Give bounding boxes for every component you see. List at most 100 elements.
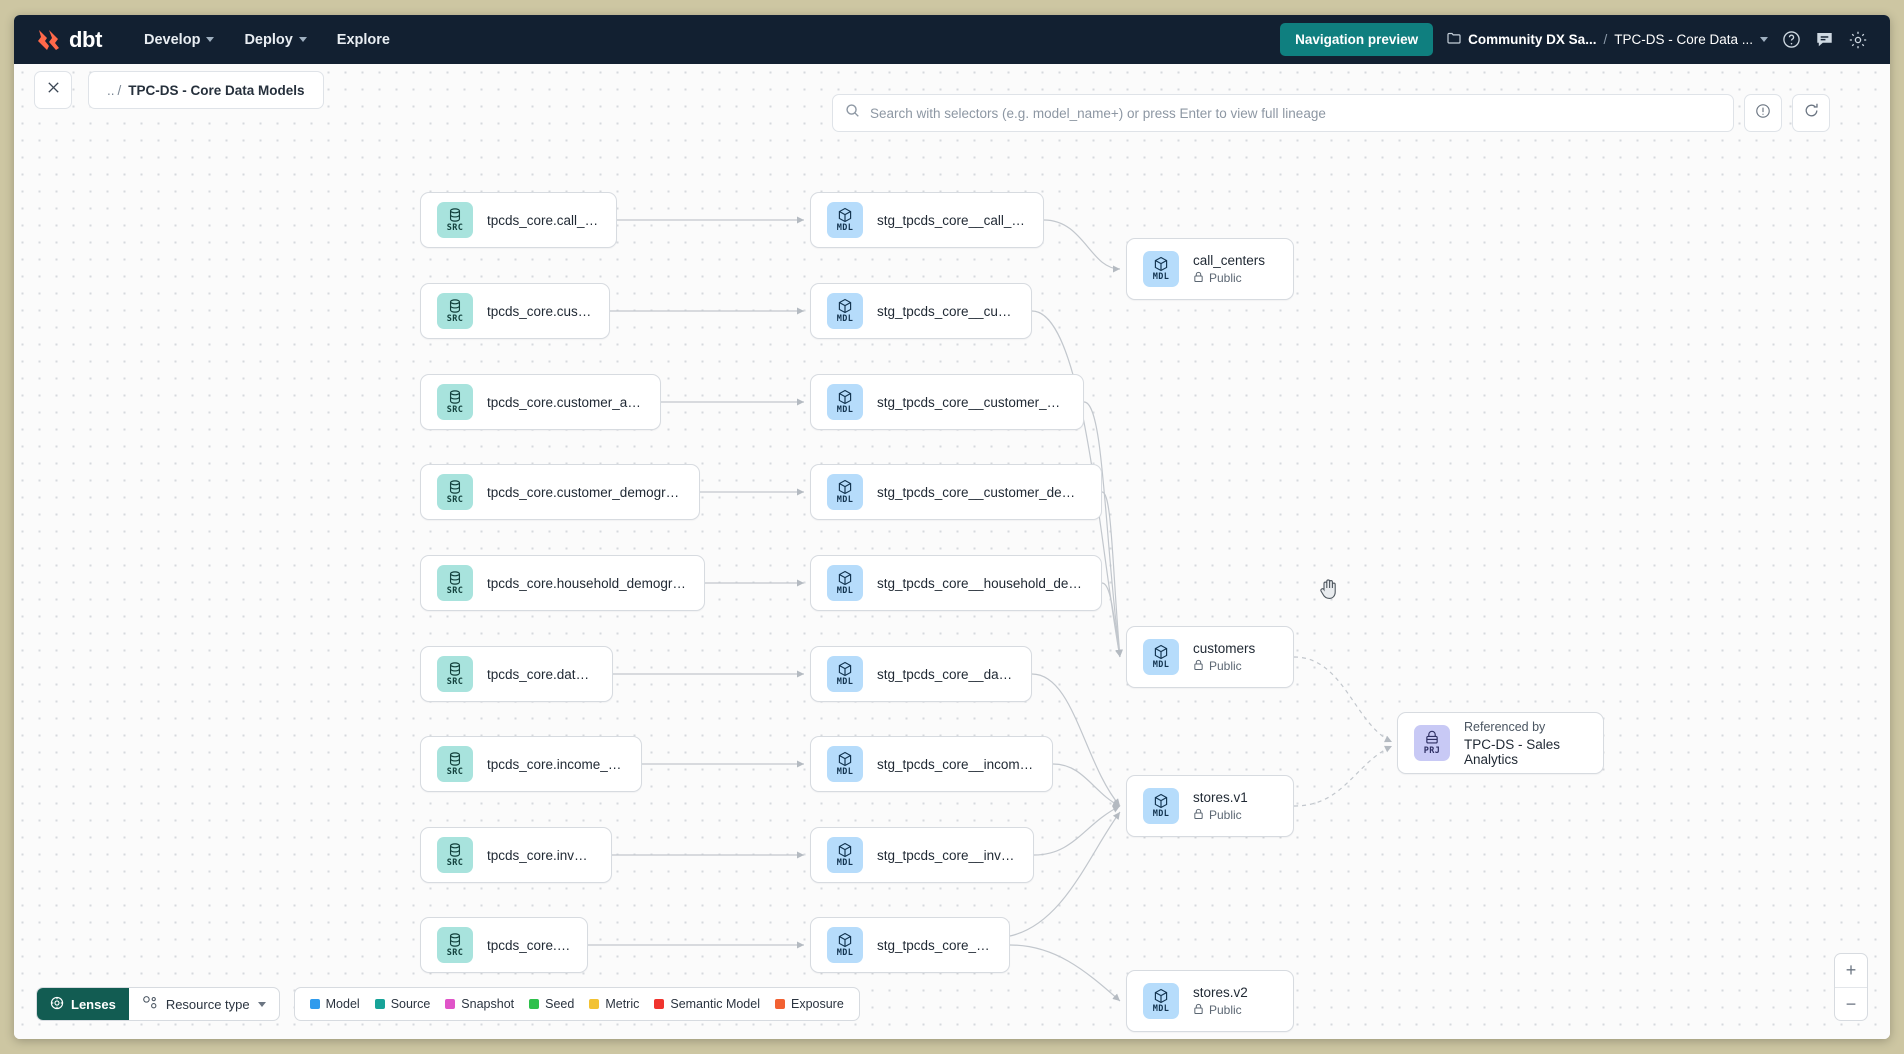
graph-node-label: stg_tpcds_core__customer_address <box>877 394 1067 410</box>
graph-node-label: stg_tpcds_core__customer_demogra… <box>877 484 1085 500</box>
brand-logo-group[interactable]: dbt <box>36 27 102 53</box>
resource-type-filter[interactable]: Resource type <box>129 988 279 1020</box>
graph-node-body: stg_tpcds_core__store <box>877 938 993 953</box>
graph-node-label: stg_tpcds_core__store <box>877 937 993 953</box>
graph-node-label: tpcds_core.customer <box>487 303 593 319</box>
search-toolbar-group <box>832 94 1830 132</box>
src-resource-icon: SRC <box>437 474 473 510</box>
legend-item-semantic-model[interactable]: Semantic Model <box>654 997 760 1011</box>
top-navigation-bar: dbt Develop Deploy Explore Navigation pr… <box>14 15 1890 64</box>
zoom-in-button[interactable]: + <box>1845 960 1857 980</box>
graph-node-body: tpcds_core.call_center <box>487 213 600 228</box>
src-resource-icon: SRC <box>437 927 473 963</box>
graph-node-body: stg_tpcds_core__inventory <box>877 848 1017 863</box>
access-label: Public <box>1209 808 1242 822</box>
legend-item-metric[interactable]: Metric <box>589 997 639 1011</box>
zoom-out-button[interactable]: − <box>1835 987 1867 1020</box>
nav-item-explore[interactable]: Explore <box>337 32 390 48</box>
access-label: Public <box>1209 271 1242 285</box>
navigation-preview-button[interactable]: Navigation preview <box>1280 23 1434 56</box>
mdl-resource-icon: MDL <box>827 565 863 601</box>
nav-item-explore-label: Explore <box>336 31 390 48</box>
src-resource-icon: SRC <box>437 837 473 873</box>
chevron-down-icon[interactable] <box>1760 37 1768 42</box>
graph-node-body: tpcds_core.household_demographics <box>487 576 688 591</box>
lock-icon <box>1193 271 1204 286</box>
breadcrumb[interactable]: .. / TPC-DS - Core Data Models <box>88 71 324 109</box>
refresh-icon <box>1803 102 1820 124</box>
graph-bottom-toolbar: Lenses Resource type Model Source Snapshot… <box>36 987 860 1021</box>
lenses-button[interactable]: Lenses <box>37 988 129 1020</box>
graph-node-mdl_stg_cust_demo[interactable]: MDLstg_tpcds_core__customer_demogra… <box>810 464 1102 520</box>
lineage-graph-canvas[interactable]: SRCtpcds_core.call_centerSRCtpcds_core.c… <box>14 64 1890 1039</box>
chevron-down-icon <box>257 1001 266 1007</box>
legend-label: Snapshot <box>461 997 515 1011</box>
lens-controls-group: Lenses Resource type <box>36 987 280 1021</box>
graph-node-body: Referenced by TPC-DS - Sales Analytics <box>1464 720 1587 767</box>
graph-node-label: stg_tpcds_core__inventory <box>877 847 1017 863</box>
gear-icon[interactable] <box>1848 30 1868 50</box>
graph-node-label: customers <box>1193 640 1256 656</box>
search-icon <box>845 103 860 123</box>
account-name[interactable]: Community DX Sa... <box>1468 32 1597 47</box>
graph-node-access: Public <box>1193 271 1265 286</box>
legend-item-source[interactable]: Source <box>374 997 430 1011</box>
search-info-button[interactable] <box>1744 94 1782 132</box>
legend-item-model[interactable]: Model <box>309 997 360 1011</box>
graph-node-body: tpcds_core.store <box>487 938 571 953</box>
graph-node-mdl_stg_hh_demo[interactable]: MDLstg_tpcds_core__household_demogr… <box>810 555 1102 611</box>
search-input[interactable] <box>870 105 1721 121</box>
legend-item-snapshot[interactable]: Snapshot <box>445 997 514 1011</box>
feedback-icon[interactable] <box>1815 30 1834 49</box>
project-name[interactable]: TPC-DS - Core Data ... <box>1614 32 1753 47</box>
mdl-resource-icon: MDL <box>827 837 863 873</box>
close-button[interactable] <box>34 71 72 109</box>
chevron-down-icon <box>206 37 215 42</box>
legend-swatch-icon <box>529 999 540 1009</box>
breadcrumb-parent-dots: .. <box>107 82 115 98</box>
graph-node-access: Public <box>1193 1003 1248 1018</box>
help-circle-icon[interactable] <box>1782 30 1801 49</box>
resource-type-label: Resource type <box>165 996 250 1012</box>
graph-node-label: tpcds_core.date_dim <box>487 666 596 682</box>
legend-item-exposure[interactable]: Exposure <box>774 997 844 1011</box>
breadcrumb-separator: / <box>1603 32 1608 47</box>
explore-toolbar: .. / TPC-DS - Core Data Models <box>14 64 1890 116</box>
lens-icon <box>50 996 64 1013</box>
graph-node-label: stg_tpcds_core__date_dim <box>877 666 1015 682</box>
refresh-button[interactable] <box>1792 94 1830 132</box>
nav-item-develop[interactable]: Develop <box>144 32 215 48</box>
graph-node-mdl_stg_inventory[interactable]: MDL stg_tpcds_core__inventory <box>810 827 1034 883</box>
legend-swatch-icon <box>374 999 385 1009</box>
graph-node-src_store[interactable]: SRC tpcds_core.store <box>420 917 588 973</box>
graph-node-body: stg_tpcds_core__date_dim <box>877 667 1015 682</box>
lenses-button-label: Lenses <box>71 996 116 1012</box>
legend-item-seed[interactable]: Seed <box>529 997 574 1011</box>
search-box[interactable] <box>832 94 1734 132</box>
account-project-breadcrumb: Community DX Sa... / TPC-DS - Core Data … <box>1447 32 1768 47</box>
graph-node-pretitle: Referenced by <box>1464 719 1546 734</box>
graph-node-label: TPC-DS - Sales Analytics <box>1464 736 1561 767</box>
nav-item-deploy[interactable]: Deploy <box>244 32 307 48</box>
